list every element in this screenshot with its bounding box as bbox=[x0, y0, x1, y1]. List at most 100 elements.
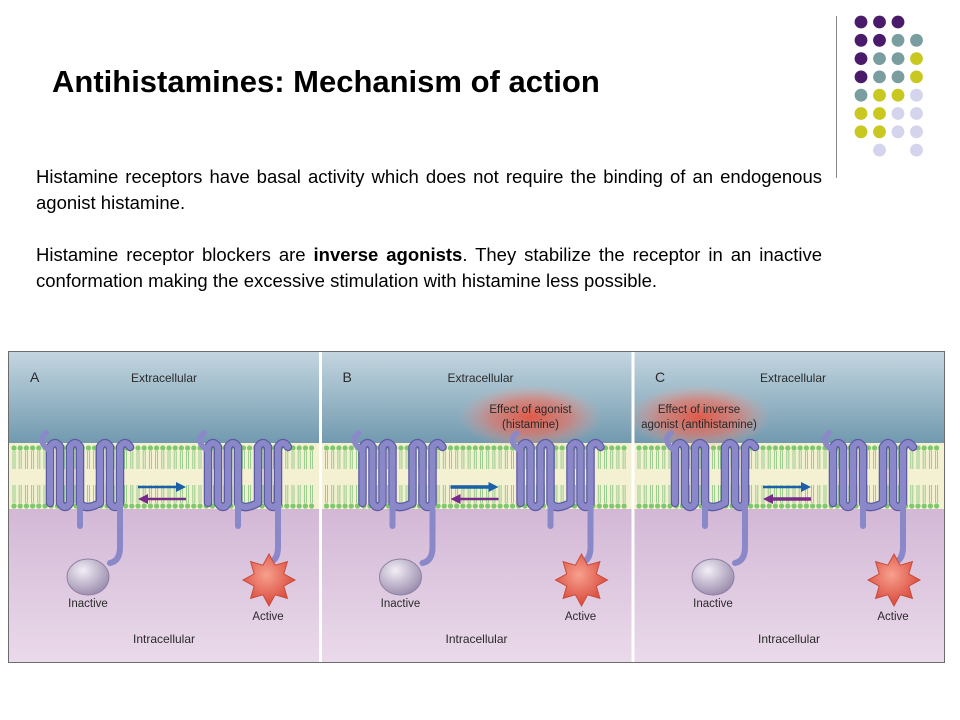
decorative-dot bbox=[910, 33, 923, 47]
lipid-head bbox=[290, 503, 296, 509]
decorative-dot bbox=[891, 15, 905, 29]
receptor-inactive bbox=[664, 430, 760, 566]
lipid-head bbox=[447, 503, 454, 509]
extracellular-label: Extracellular bbox=[447, 371, 513, 385]
lipid-head bbox=[141, 503, 147, 509]
active-g-protein bbox=[866, 552, 922, 608]
lipid-head bbox=[348, 503, 354, 509]
receptor-diagram-svg: A ExtracellularInactiveActiveIntracellula… bbox=[8, 351, 945, 663]
lipid-head bbox=[309, 503, 315, 509]
lipid-head bbox=[447, 445, 454, 451]
panel-letter: A bbox=[30, 369, 40, 385]
lipid-head bbox=[178, 503, 184, 509]
lipid-head bbox=[934, 503, 940, 509]
lipid-head bbox=[609, 503, 615, 509]
lipid-head bbox=[36, 445, 42, 451]
lipid-head bbox=[785, 503, 791, 509]
extracellular-region bbox=[8, 351, 320, 447]
lipid-head bbox=[284, 503, 290, 509]
receptor-c-tail bbox=[732, 500, 748, 566]
extracellular-label: Extracellular bbox=[760, 371, 826, 385]
lipid-head bbox=[398, 445, 404, 451]
decorative-dot bbox=[910, 88, 923, 102]
active-g-protein bbox=[241, 552, 297, 608]
arrow-forward-head bbox=[488, 482, 499, 492]
paragraph-basal-activity: Histamine receptors have basal activity … bbox=[36, 166, 822, 213]
lipid-head bbox=[129, 503, 135, 509]
effect-label-line1: Effect of agonist bbox=[489, 404, 572, 416]
lipid-head bbox=[460, 445, 466, 451]
lipid-head bbox=[491, 445, 497, 451]
lipid-head bbox=[636, 503, 642, 509]
active-label: Active bbox=[565, 611, 596, 623]
inactive-g-protein bbox=[66, 558, 110, 596]
lipid-head bbox=[296, 503, 302, 509]
lipid-head bbox=[472, 445, 478, 451]
lipid-head bbox=[609, 445, 615, 451]
decorative-dot bbox=[854, 15, 868, 29]
lipid-head bbox=[596, 503, 602, 509]
decorative-dot bbox=[910, 143, 923, 157]
receptor-n-terminus bbox=[197, 430, 211, 454]
receptor-n-terminus bbox=[351, 430, 366, 454]
intracellular-label: Intracellular bbox=[758, 632, 820, 646]
receptor-n-terminus bbox=[664, 430, 678, 454]
lipid-head bbox=[661, 445, 667, 451]
lipid-head bbox=[154, 445, 160, 451]
active-label: Active bbox=[877, 611, 908, 623]
lipid-head bbox=[160, 503, 166, 509]
lipid-head bbox=[23, 503, 29, 509]
lipid-head bbox=[621, 503, 627, 509]
lipid-head bbox=[323, 503, 330, 509]
lipid-head bbox=[816, 503, 822, 509]
lipid-head bbox=[497, 445, 503, 451]
lipid-head bbox=[779, 445, 785, 451]
effect-glow bbox=[458, 385, 603, 449]
lipid-head bbox=[485, 445, 491, 451]
lipid-head bbox=[348, 445, 354, 451]
receptor-n-terminus bbox=[822, 430, 836, 454]
inactive-g-protein bbox=[691, 558, 735, 596]
lipid-head bbox=[766, 445, 772, 451]
inactive-g-protein bbox=[379, 558, 422, 596]
lipid-head bbox=[466, 445, 472, 451]
lipid-head bbox=[147, 445, 153, 451]
arrow-backward-head bbox=[763, 494, 773, 504]
lipid-head bbox=[760, 503, 766, 509]
lipid-head bbox=[766, 503, 772, 509]
receptor-n-terminus bbox=[509, 430, 524, 454]
lipid-head bbox=[791, 445, 797, 451]
lipid-head bbox=[927, 445, 933, 451]
lipid-head bbox=[336, 503, 342, 509]
lipid-head bbox=[191, 503, 197, 509]
lipid-head bbox=[191, 445, 197, 451]
diagram-border bbox=[8, 351, 945, 663]
lipid-head bbox=[17, 445, 23, 451]
arrow-backward-head bbox=[138, 494, 148, 504]
decorative-dot bbox=[873, 33, 886, 47]
lipid-head bbox=[648, 503, 654, 509]
lipid-head bbox=[915, 503, 921, 509]
effect-label-line2: (histamine) bbox=[502, 419, 559, 431]
lipid-head bbox=[655, 503, 661, 509]
decorative-dot bbox=[891, 88, 905, 102]
inactive-label: Inactive bbox=[381, 598, 421, 610]
lipid-head bbox=[166, 503, 172, 509]
lipid-head bbox=[454, 503, 460, 509]
paragraph2-end: . They stabilize the receptor in an inac… bbox=[36, 244, 822, 291]
lipid-head bbox=[642, 445, 648, 451]
lipid-head bbox=[785, 445, 791, 451]
decorative-dot bbox=[891, 70, 905, 84]
decorative-dot bbox=[910, 107, 923, 120]
lipid-head bbox=[791, 503, 797, 509]
lipid-head bbox=[872, 445, 878, 451]
intracellular-label: Intracellular bbox=[133, 632, 195, 646]
lipid-head bbox=[336, 445, 342, 451]
lipid-head bbox=[615, 445, 621, 451]
lipid-head bbox=[810, 503, 816, 509]
lipid-head bbox=[642, 503, 648, 509]
lipid-head bbox=[172, 503, 178, 509]
lipid-head bbox=[197, 503, 203, 509]
lipid-head bbox=[754, 503, 760, 509]
